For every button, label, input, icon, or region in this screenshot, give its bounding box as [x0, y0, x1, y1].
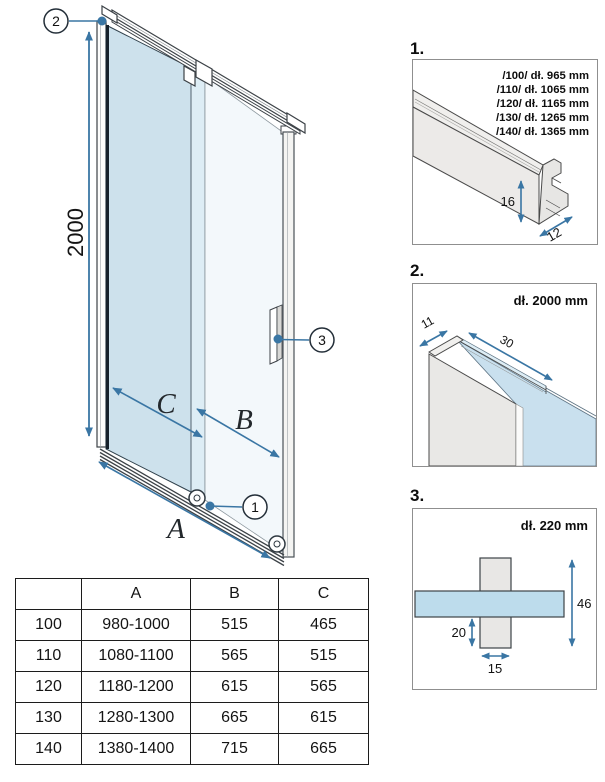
table-cell: 615 — [190, 671, 279, 703]
rail-length-100: /100/ dł. 965 mm — [502, 70, 589, 82]
rail-length-list: /100/ dł. 965 mm /110/ dł. 1065 mm /120/… — [496, 70, 589, 138]
callout-2-number: 2 — [52, 13, 60, 29]
rail-length-120: /120/ dł. 1165 mm — [497, 98, 589, 110]
top-rail — [101, 4, 306, 135]
bottom-roller-right — [268, 535, 286, 553]
dim-30-label: 30 — [498, 332, 517, 351]
table-cell: 1180-1200 — [81, 671, 191, 703]
dim-46: 46 — [568, 559, 591, 647]
door-handle — [269, 304, 283, 365]
table-cell: 715 — [190, 733, 279, 765]
detail-3-panel: dł. 220 mm 46 20 15 — [412, 508, 597, 690]
bottom-roller-left — [188, 489, 206, 507]
table-cell: 100 — [15, 609, 82, 641]
fixed-glass-panel — [105, 24, 192, 493]
rail-end-cap-left — [101, 4, 118, 25]
table-cell: 130 — [15, 702, 82, 734]
rail-length-140: /140/ dł. 1365 mm — [496, 126, 589, 138]
dim-a-arrow: A — [98, 461, 271, 559]
dim-16-label: 16 — [501, 194, 515, 209]
table-cell: 980-1000 — [81, 609, 191, 641]
detail-2-drawing: dł. 2000 mm 11 — [419, 293, 597, 467]
table-header-c: C — [278, 578, 369, 610]
table-cell: 140 — [15, 733, 82, 765]
dim-11: 11 — [419, 313, 448, 347]
rail-length-130: /130/ dł. 1265 mm — [496, 112, 589, 124]
table-cell: 1280-1300 — [81, 702, 191, 734]
roller-hanger-bracket — [183, 58, 213, 88]
detail-3-drawing: dł. 220 mm 46 20 15 — [414, 518, 591, 676]
dim-46-label: 46 — [577, 596, 591, 611]
dim-c-arrow: C — [112, 387, 203, 438]
detail-3-length-label: dł. 220 mm — [521, 518, 588, 533]
dim-12: 12 — [539, 216, 573, 245]
table-header-size — [15, 578, 82, 610]
table-cell: 665 — [278, 733, 369, 765]
table-cell: 120 — [15, 671, 82, 703]
table-header-a: A — [81, 578, 191, 610]
dim-b-arrow: B — [196, 404, 280, 458]
table-cell: 515 — [278, 640, 369, 672]
door-post-right — [280, 125, 297, 558]
dim-height-label: 2000 — [63, 208, 88, 257]
rail-length-110: /110/ dł. 1065 mm — [497, 84, 589, 96]
rail-profile-end-section — [538, 158, 569, 225]
detail-2-length-label: dł. 2000 mm — [514, 293, 588, 308]
table-cell: 565 — [278, 671, 369, 703]
dim-c-label: C — [156, 388, 176, 420]
detail-2-panel: dł. 2000 mm 11 — [412, 283, 597, 467]
callout-2: 2 — [43, 8, 107, 34]
callout-1: 1 — [205, 494, 268, 520]
rail-profile-bar — [412, 89, 569, 225]
detail-1-index: 1. — [410, 39, 425, 58]
rail-end-cap-right — [286, 111, 306, 135]
detail-3-index: 3. — [410, 486, 425, 505]
dim-16: 16 — [501, 180, 525, 223]
detail-1-drawing: /100/ dł. 965 mm /110/ dł. 1065 mm /120/… — [412, 70, 589, 245]
table-cell: 465 — [278, 609, 369, 641]
dim-height-2000: 2000 — [63, 31, 93, 437]
dim-30: 30 — [468, 332, 553, 381]
dim-11-label: 11 — [419, 313, 437, 331]
dim-15-label: 15 — [488, 661, 502, 676]
dim-b-label: B — [235, 404, 253, 436]
dim-12-label: 12 — [544, 224, 564, 244]
callout-1-number: 1 — [251, 499, 259, 515]
table-cell: 1380-1400 — [81, 733, 191, 765]
callout-3: 3 — [273, 327, 335, 353]
wall-profile-left — [96, 20, 107, 448]
dim-20: 20 — [452, 618, 476, 647]
table-cell: 1080-1100 — [81, 640, 191, 672]
table-cell: 615 — [278, 702, 369, 734]
detail-2-index: 2. — [410, 261, 425, 280]
table-cell: 665 — [190, 702, 279, 734]
callout-3-number: 3 — [318, 332, 326, 348]
door-assembly-diagram: 2000 C B A 2 3 — [43, 4, 335, 567]
table-cell: 565 — [190, 640, 279, 672]
glass-strip — [414, 590, 565, 618]
table-cell: 515 — [190, 609, 279, 641]
dim-20-label: 20 — [452, 625, 466, 640]
dim-15: 15 — [481, 652, 510, 676]
dim-a-label: A — [165, 513, 185, 545]
table-header-b: B — [190, 578, 279, 610]
detail-1-panel: /100/ dł. 965 mm /110/ dł. 1065 mm /120/… — [412, 59, 598, 245]
table-header-row: A B C — [15, 578, 369, 610]
table-cell: 110 — [15, 640, 82, 672]
